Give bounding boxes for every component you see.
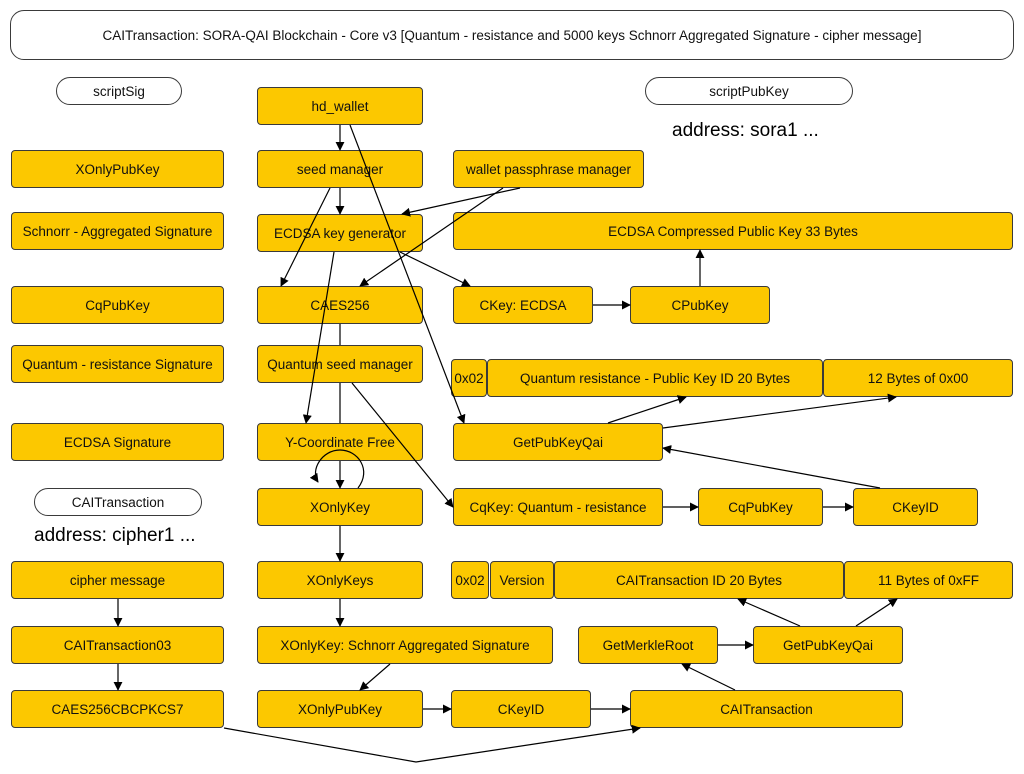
node-quantum-seed-manager: Quantum seed manager <box>257 345 423 383</box>
node-get-merkle-root: GetMerkleRoot <box>578 626 718 664</box>
node-xonlykey-schnorr: XOnlyKey: Schnorr Aggregated Signature <box>257 626 553 664</box>
edge-ecdsagen-ckey <box>399 251 471 287</box>
edge-seed-caes256 <box>280 187 331 287</box>
edge-getpubkeyqai-caitxid <box>737 598 801 627</box>
address-cipher: address: cipher1 ... <box>34 525 196 546</box>
scriptsig-label: scriptSig <box>56 77 182 105</box>
caitransaction-header-label: CAITransaction <box>34 488 202 516</box>
node-wallet-passphrase-manager: wallet passphrase manager <box>453 150 644 188</box>
edge-caitx-merkle <box>681 663 736 691</box>
edge-schnorr-xonlypubkey <box>359 663 391 691</box>
node-schnorr-aggregated-signature: Schnorr - Aggregated Signature <box>11 212 224 250</box>
edge-caes-caitransaction <box>223 724 641 763</box>
node-twelve-bytes: 12 Bytes of 0x00 <box>823 359 1013 397</box>
address-sora: address: sora1 ... <box>672 120 819 141</box>
node-xonly-pubkey-left: XOnlyPubKey <box>11 150 224 188</box>
edge-passphrase-ecdsagen <box>401 187 521 217</box>
node-get-pubkey-qai-top: GetPubKeyQai <box>453 423 663 461</box>
node-y-coordinate-free: Y-Coordinate Free <box>257 423 423 461</box>
edge-getpubkeyqai-pubkeyid <box>607 395 687 424</box>
edge-ckeyid-getpubkeyqai <box>662 445 881 489</box>
node-cipher-message: cipher message <box>11 561 224 599</box>
edge-getpubkeyqai-elevenbytes <box>855 598 898 627</box>
node-ecdsa-signature: ECDSA Signature <box>11 423 224 461</box>
node-caes256: CAES256 <box>257 286 423 324</box>
node-caitransaction-id: CAITransaction ID 20 Bytes <box>554 561 844 599</box>
node-ecdsa-key-generator: ECDSA key generator <box>257 214 423 252</box>
node-quantum-resistance-signature: Quantum - resistance Signature <box>11 345 224 383</box>
node-xonlykeys: XOnlyKeys <box>257 561 423 599</box>
diagram-title: CAITransaction: SORA-QAI Blockchain - Co… <box>10 10 1014 60</box>
edge-xonlykey-selfloop <box>309 449 365 489</box>
node-quantum-pubkey-id: Quantum resistance - Public Key ID 20 By… <box>487 359 823 397</box>
node-caitransaction03: CAITransaction03 <box>11 626 224 664</box>
edge-ecdsagen-ycoord <box>302 251 335 424</box>
node-xonly-pubkey-bottom: XOnlyPubKey <box>257 690 423 728</box>
edge-hdwallet-getpubkeyqai <box>349 124 466 424</box>
node-eleven-bytes: 11 Bytes of 0xFF <box>844 561 1013 599</box>
node-prefix-0x02-bottom: 0x02 <box>451 561 489 599</box>
node-ckey-ecdsa: CKey: ECDSA <box>453 286 593 324</box>
node-hd-wallet: hd_wallet <box>257 87 423 125</box>
node-ckeyid-bottom: CKeyID <box>451 690 591 728</box>
node-caitransaction-bottom: CAITransaction <box>630 690 903 728</box>
node-xonlykey: XOnlyKey <box>257 488 423 526</box>
scriptpubkey-label: scriptPubKey <box>645 77 853 105</box>
node-ecdsa-compressed-pubkey: ECDSA Compressed Public Key 33 Bytes <box>453 212 1013 250</box>
edge-getpubkeyqai-twelvebytes <box>662 393 897 429</box>
node-cpubkey: CPubKey <box>630 286 770 324</box>
node-version: Version <box>490 561 554 599</box>
node-seed-manager: seed manager <box>257 150 423 188</box>
node-prefix-0x02-top: 0x02 <box>451 359 487 397</box>
edge-passphrase-caes256 <box>359 187 504 287</box>
node-cqpubkey-left: CqPubKey <box>11 286 224 324</box>
edge-qseed-cqkey <box>351 382 454 508</box>
node-get-pubkey-qai-bottom: GetPubKeyQai <box>753 626 903 664</box>
node-cqpubkey-right: CqPubKey <box>698 488 823 526</box>
